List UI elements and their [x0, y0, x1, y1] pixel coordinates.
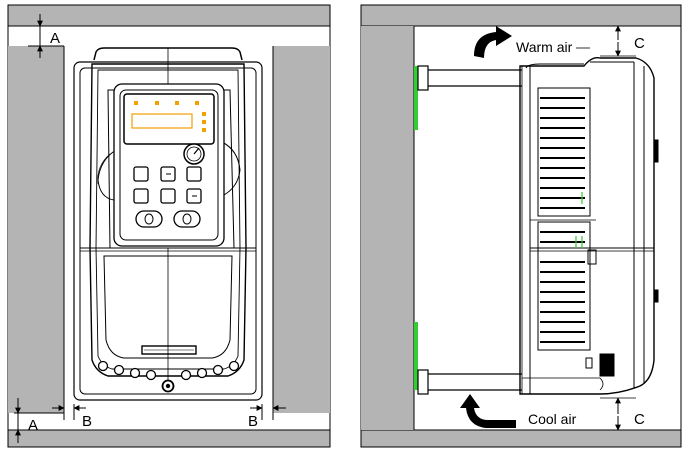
right-side-wall: [273, 46, 330, 413]
stop-key: [173, 210, 201, 228]
status-led: [175, 101, 179, 105]
mounting-bracket-top: [414, 66, 418, 130]
dimension-b-left-label: B: [82, 413, 92, 430]
status-led: [195, 101, 199, 105]
dimension-a-top-label: A: [50, 30, 60, 47]
warm-air-label: Warm air: [516, 39, 573, 55]
dimension-a-bottom-label: A: [28, 417, 38, 434]
back-wall: [361, 26, 414, 430]
heatsink-fins: [540, 97, 585, 343]
keypad-key: [160, 188, 176, 204]
cool-air-arrow: [460, 394, 516, 428]
inverter-side-body: [519, 56, 659, 395]
side-view-panel: Warm air Cool air C C: [360, 4, 682, 448]
status-led: [155, 101, 159, 105]
dimension-c-top-label: C: [634, 35, 645, 52]
keypad-key: [186, 166, 202, 182]
potentiometer-knob: [183, 143, 205, 165]
status-led: [202, 112, 206, 116]
inverter-front-body: [73, 47, 263, 401]
dimension-b-right-label: B: [248, 413, 258, 430]
keypad: [113, 83, 225, 247]
top-wall: [7, 4, 331, 27]
mounting-bracket-bottom: [414, 322, 418, 390]
keypad-key: [133, 188, 149, 204]
ventilation-holes: [97, 360, 240, 381]
warm-air-arrow: [474, 26, 512, 58]
dimension-c-bottom-label: C: [634, 411, 645, 428]
bottom-wall: [7, 429, 331, 448]
top-wall: [360, 4, 682, 27]
lcd-display: [131, 113, 193, 129]
cool-air-label: Cool air: [528, 411, 577, 427]
status-led: [202, 120, 206, 124]
keypad-key: [133, 166, 149, 182]
run-key: [135, 210, 163, 228]
status-led: [202, 128, 206, 132]
status-led: [134, 101, 138, 105]
front-view-panel: A A B B: [7, 4, 331, 448]
bottom-screw: [161, 379, 175, 393]
bottom-wall: [360, 429, 682, 448]
left-side-wall: [8, 46, 64, 413]
